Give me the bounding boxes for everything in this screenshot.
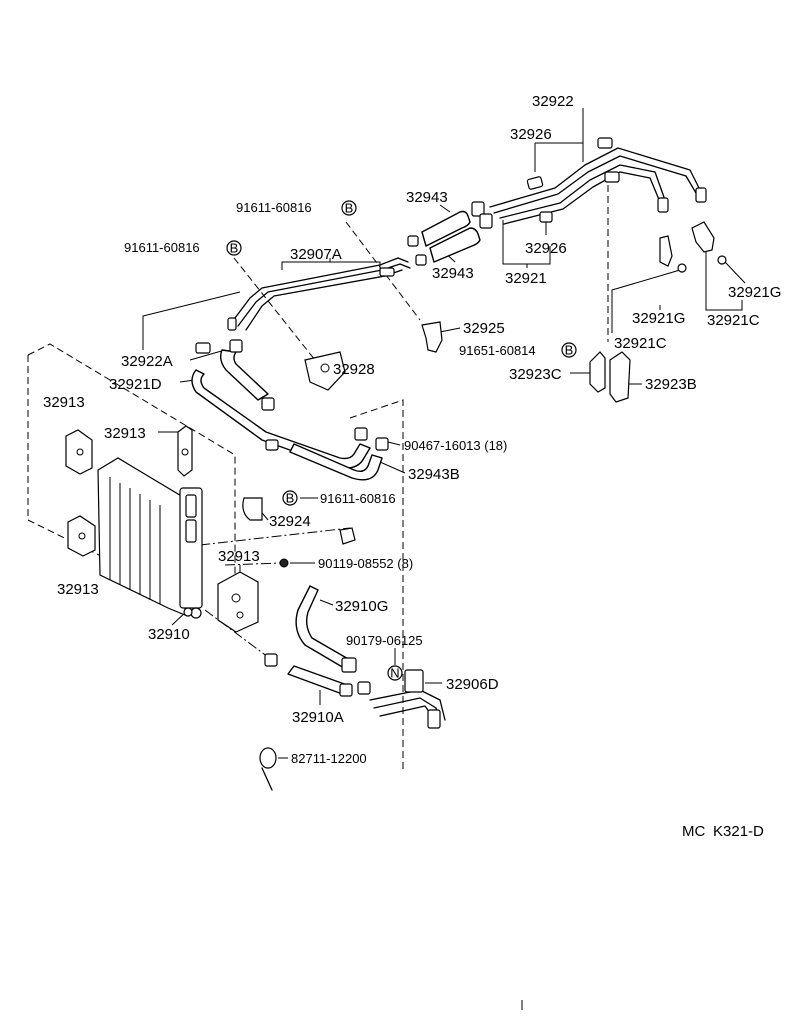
svg-text:N: N — [390, 666, 399, 681]
label-32922: 32922 — [532, 93, 574, 110]
marker-b-4: B — [282, 490, 298, 506]
label-91611-b: 91611-60816 — [124, 240, 200, 255]
reference-code: K321-D — [713, 823, 764, 840]
label-32943B: 32943B — [408, 466, 460, 483]
bracket-32928 — [304, 351, 346, 391]
oil-cooler-assembly — [27, 343, 236, 619]
label-90179: 90179-06125 — [346, 633, 423, 648]
label-32910G: 32910G — [335, 598, 388, 615]
leader-lines — [142, 108, 746, 759]
label-82711: 82711-12200 — [291, 751, 367, 766]
assembly-dashed-lines — [199, 185, 609, 770]
fitting-32921G-right — [691, 221, 727, 265]
upper-pipes — [471, 137, 707, 229]
label-32928: 32928 — [333, 361, 375, 378]
marker-b-3: B — [561, 342, 577, 358]
label-32921G: 32921G — [632, 310, 685, 327]
fitting-32921G-center — [659, 235, 687, 273]
svg-text:B: B — [565, 343, 574, 358]
label-32910: 32910 — [148, 626, 190, 643]
label-32922A: 32922A — [121, 353, 173, 370]
label-32910A: 32910A — [292, 709, 344, 726]
label-32913-b: 32913 — [104, 425, 146, 442]
bracket-32923C — [589, 351, 606, 393]
label-32925: 32925 — [463, 320, 505, 337]
label-32926-top: 32926 — [510, 126, 552, 143]
part-labels: 32922 32926 32943 91611-60816 32926 9161… — [43, 93, 781, 840]
label-90119: 90119-08552 (8) — [318, 556, 413, 571]
clamp-32924 — [242, 497, 263, 521]
label-32921D: 32921D — [109, 376, 162, 393]
reference-mc: MC — [682, 823, 705, 840]
bracket-32913-d — [67, 515, 96, 557]
label-91611-c: 91611-60816 — [320, 491, 396, 506]
label-32913-a: 32913 — [43, 394, 85, 411]
label-32921G-right: 32921G — [728, 284, 781, 301]
bolt-90119 — [279, 558, 289, 568]
label-32921C: 32921C — [614, 335, 667, 352]
hose-32922A — [219, 349, 269, 401]
label-90467: 90467-16013 (18) — [404, 438, 507, 453]
label-91651: 91651-60814 — [459, 343, 536, 358]
bracket-32923B — [609, 351, 631, 403]
oil-cooler-core — [97, 457, 189, 616]
label-32924: 32924 — [269, 513, 311, 530]
hose-32943-mid — [429, 227, 481, 263]
label-32943-top: 32943 — [406, 189, 448, 206]
pipe-32906D — [357, 669, 446, 729]
svg-text:B: B — [345, 201, 354, 216]
label-32943-mid: 32943 — [432, 265, 474, 282]
marker-n: N — [387, 665, 403, 681]
label-32921: 32921 — [505, 270, 547, 287]
pipe-32921D — [191, 369, 371, 469]
bracket-32925 — [421, 321, 443, 353]
bracket-32913-b — [177, 425, 193, 477]
label-32913-d: 32913 — [57, 581, 99, 598]
bracket-32913-a — [65, 429, 93, 475]
marker-b-1: B — [341, 200, 357, 216]
label-32921C-right: 32921C — [707, 312, 760, 329]
hose-32943B — [289, 443, 383, 481]
clamp-82711 — [259, 747, 277, 791]
svg-text:B: B — [230, 241, 239, 256]
label-32923C: 32923C — [509, 366, 562, 383]
svg-text:B: B — [286, 491, 295, 506]
marker-b-2: B — [226, 240, 242, 256]
label-32926-mid: 32926 — [525, 240, 567, 257]
bracket-32913-c — [217, 571, 259, 633]
label-91611-a: 91611-60816 — [236, 200, 312, 215]
hose-32943-top — [421, 210, 471, 247]
hose-32910G — [295, 585, 351, 669]
pipe-32907A — [227, 257, 411, 331]
label-32913-c: 32913 — [218, 548, 260, 565]
label-32923B: 32923B — [645, 376, 697, 393]
label-32907A: 32907A — [290, 246, 342, 263]
label-32906D: 32906D — [446, 676, 499, 693]
